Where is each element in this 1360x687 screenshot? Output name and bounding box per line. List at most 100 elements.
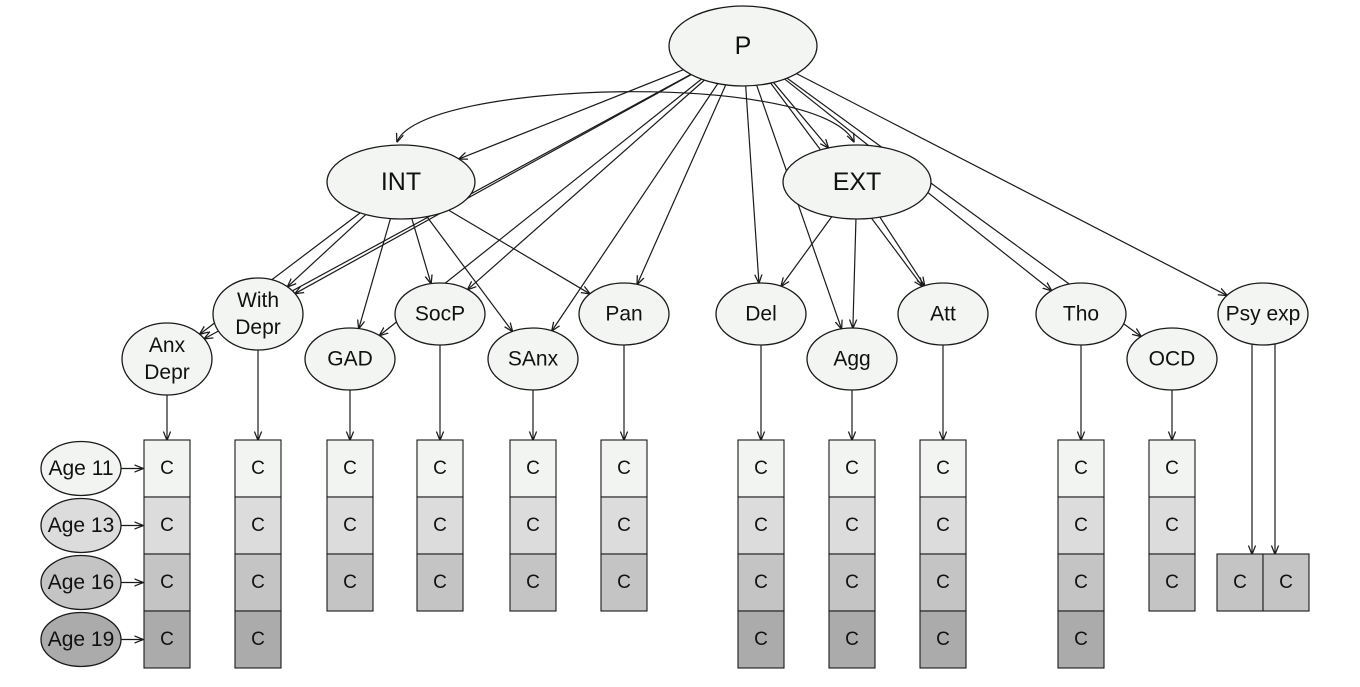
cell-pan-text: C [617, 458, 631, 479]
indicator-agg-label: Agg [833, 348, 870, 371]
path-p-to-pan [637, 84, 727, 284]
cell-gad-1 [326, 496, 374, 555]
path-p-to-del [745, 85, 759, 283]
cell-pan-2 [600, 553, 648, 612]
cell-att-0 [919, 439, 967, 498]
cell-pan-text: C [617, 515, 631, 536]
cell-with_depr-text: C [251, 515, 265, 536]
cell-with_depr-3 [234, 610, 282, 669]
cell-sanx-text: C [526, 515, 540, 536]
cell-sanx-0 [509, 439, 557, 498]
indicator-gad-node [304, 327, 396, 391]
cell-att-text: C [936, 572, 950, 593]
cell-tho-text: C [1074, 515, 1088, 536]
cell-ocd-text: C [1165, 458, 1179, 479]
cell-tho-text: C [1074, 572, 1088, 593]
cell-del-0 [737, 439, 785, 498]
path-ext-to-agg [853, 218, 856, 328]
indicator-gad-label: GAD [327, 348, 373, 371]
factor-int-node [326, 144, 476, 220]
path-p-to-int [459, 69, 684, 159]
indicator-agg-node [806, 327, 898, 391]
indicator-anx_depr-node [121, 322, 213, 396]
cell-agg-2 [828, 553, 876, 612]
path-int-to-sanx [426, 216, 513, 332]
cell-sanx-2 [509, 553, 557, 612]
cell-gad-text: C [343, 572, 357, 593]
indicator-with_depr-node [212, 277, 304, 351]
cell-with_depr-text: C [251, 572, 265, 593]
path-p-to-agg [756, 85, 842, 329]
indicator-anx_depr-label: Anx [149, 334, 186, 357]
cell-with_depr-text: C [251, 458, 265, 479]
cell-anx_depr-text: C [160, 458, 174, 479]
indicator-with_depr-label: With [237, 289, 279, 312]
cell-psy_exp-1 [1262, 553, 1310, 612]
cell-anx_depr-3 [143, 610, 191, 669]
cell-anx_depr-text: C [160, 515, 174, 536]
cell-agg-text: C [845, 458, 859, 479]
factor-int-label: INT [381, 168, 421, 196]
cell-psy_exp-text: C [1279, 572, 1293, 593]
indicator-del-label: Del [745, 303, 777, 326]
cell-ocd-text: C [1165, 572, 1179, 593]
path-int-to-with_depr [287, 214, 367, 287]
indicator-sanx-node [487, 327, 579, 391]
cell-att-text: C [936, 458, 950, 479]
age-label: Age 11 [49, 457, 114, 480]
path-int-to-socp [411, 218, 431, 284]
cell-ocd-text: C [1165, 515, 1179, 536]
cell-sanx-1 [509, 496, 557, 555]
indicator-socp-node [394, 282, 486, 346]
cell-del-text: C [754, 515, 768, 536]
path-p-to-ext [773, 82, 829, 147]
cell-att-text: C [936, 629, 950, 650]
cell-tho-3 [1057, 610, 1105, 669]
factor-ext-node [782, 144, 932, 220]
indicator-ocd-label: OCD [1149, 348, 1196, 371]
indicator-att-label: Att [930, 303, 956, 326]
indicator-del-node [715, 282, 807, 346]
path-ext-to-att [879, 216, 925, 286]
cell-with_depr-2 [234, 553, 282, 612]
cell-tho-2 [1057, 553, 1105, 612]
cell-anx_depr-1 [143, 496, 191, 555]
factor-p-node [668, 5, 818, 87]
cell-socp-2 [416, 553, 464, 612]
int-ext-correlation-arc [397, 91, 854, 142]
cell-att-1 [919, 496, 967, 555]
age-label: Age 13 [48, 514, 115, 537]
cell-del-2 [737, 553, 785, 612]
cell-pan-0 [600, 439, 648, 498]
cell-tho-text: C [1074, 458, 1088, 479]
cell-pan-text: C [617, 572, 631, 593]
cell-gad-2 [326, 553, 374, 612]
cell-gad-0 [326, 439, 374, 498]
cell-tho-0 [1057, 439, 1105, 498]
indicator-tho-label: Tho [1063, 303, 1099, 326]
indicator-anx_depr-label: Depr [144, 361, 190, 384]
indicator-with_depr-label: Depr [235, 316, 281, 339]
cell-tho-text: C [1074, 629, 1088, 650]
cell-del-text: C [754, 629, 768, 650]
path-p-to-with_depr [295, 74, 692, 294]
indicator-psy_exp-label: Psy exp [1226, 303, 1301, 326]
cell-gad-text: C [343, 458, 357, 479]
cell-ocd-2 [1148, 553, 1196, 612]
cell-psy_exp-0 [1216, 553, 1264, 612]
path-p-to-psy_exp [796, 73, 1227, 296]
path-int-to-pan [448, 209, 590, 294]
cell-att-3 [919, 610, 967, 669]
indicator-sanx-label: SAnx [508, 348, 559, 371]
indicator-tho-node [1035, 282, 1127, 346]
indicator-pan-label: Pan [605, 303, 642, 326]
factor-ext-label: EXT [833, 168, 882, 196]
cell-psy_exp-text: C [1233, 572, 1247, 593]
cell-ocd-0 [1148, 439, 1196, 498]
factor-p-label: P [735, 32, 752, 60]
cell-socp-text: C [433, 572, 447, 593]
